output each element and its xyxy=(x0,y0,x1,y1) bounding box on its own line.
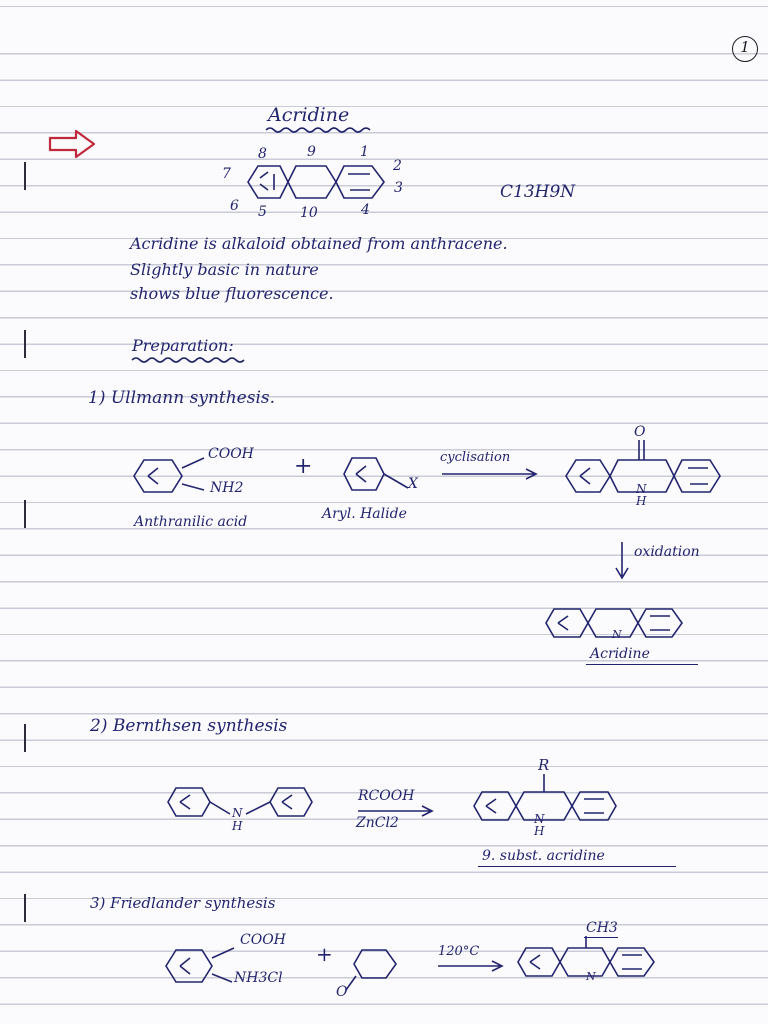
product-h-label: H xyxy=(636,494,647,508)
subst-acridine-label: 9. subst. acridine xyxy=(482,848,605,864)
diphenylamine-structure-icon xyxy=(167,787,313,817)
product-h-label: H xyxy=(534,824,545,838)
down-arrow-icon xyxy=(615,542,629,580)
substituent-r-label: R xyxy=(538,756,550,774)
acridone-structure-icon xyxy=(565,440,721,493)
ring-number: 9 xyxy=(307,144,316,160)
bernthsen-heading: 2) Bernthsen synthesis xyxy=(90,716,288,736)
methylacridine-structure-icon xyxy=(517,936,655,977)
description-line: Acridine is alkaloid obtained from anthr… xyxy=(130,234,508,253)
substituted-acridine-structure-icon xyxy=(473,774,617,821)
aryl-halide-label: Aryl. Halide xyxy=(322,506,407,522)
product-n-label: N xyxy=(586,970,596,983)
plus-sign: + xyxy=(316,942,333,966)
plus-sign: + xyxy=(294,454,313,479)
cyclisation-label: cyclisation xyxy=(440,450,511,465)
cooh-group-label: COOH xyxy=(240,932,286,948)
page-number: 1 xyxy=(740,38,750,56)
product-n-label: N xyxy=(534,812,545,826)
acridine-label-underline xyxy=(586,664,698,665)
friedlander-heading: 3) Friedlander synthesis xyxy=(90,894,276,912)
ring-number: 5 xyxy=(258,204,267,220)
amine-h-label: H xyxy=(232,819,243,833)
oxidation-label: oxidation xyxy=(634,544,700,560)
amine-n-label: N xyxy=(232,806,243,820)
aryl-halide-structure-icon xyxy=(343,457,409,491)
ring-number: 7 xyxy=(222,166,231,182)
ring-number: 8 xyxy=(258,146,267,162)
reaction-arrow-icon xyxy=(438,960,504,972)
ullmann-heading: 1) Ullmann synthesis. xyxy=(88,388,276,408)
margin-mark xyxy=(24,894,26,922)
preparation-heading: Preparation: xyxy=(132,336,234,355)
cyclohexanone-structure-icon xyxy=(345,949,397,991)
acridine-n-label: N xyxy=(612,628,622,641)
ring-number: 10 xyxy=(300,205,318,221)
margin-mark xyxy=(24,500,26,528)
nh3cl-group-label: NH3Cl xyxy=(234,970,283,986)
anthranilic-acid-label: Anthranilic acid xyxy=(134,514,248,530)
anthranilic-salt-structure-icon xyxy=(165,947,235,983)
temperature-label: 120°C xyxy=(438,944,480,959)
halide-group-label: X xyxy=(408,476,418,492)
nh2-group-label: NH2 xyxy=(210,480,244,496)
acridine-product-structure-icon xyxy=(545,608,683,638)
page-number-circle xyxy=(732,36,758,62)
ketone-oxygen-label: O xyxy=(336,984,348,1000)
ring-number: 3 xyxy=(394,180,403,196)
carbonyl-oxygen-label: O xyxy=(634,424,646,440)
margin-mark xyxy=(24,330,26,358)
zncl2-reagent-label: ZnCl2 xyxy=(356,815,399,831)
page-title: Acridine xyxy=(268,104,350,126)
reaction-arrow-icon xyxy=(358,805,434,817)
ring-number: 2 xyxy=(393,158,402,174)
acridine-product-label: Acridine xyxy=(590,646,650,662)
ring-number: 6 xyxy=(230,198,239,214)
subst-acridine-underline xyxy=(478,866,676,867)
methyl-underline xyxy=(584,937,618,938)
anthranilic-acid-structure-icon xyxy=(133,457,205,493)
methyl-group-label: CH3 xyxy=(586,920,618,936)
molecular-formula: C13H9N xyxy=(500,182,576,202)
description-line: Slightly basic in nature xyxy=(130,260,319,279)
ring-number: 4 xyxy=(361,202,370,218)
cooh-group-label: COOH xyxy=(208,446,254,462)
margin-mark xyxy=(24,724,26,752)
margin-mark xyxy=(24,162,26,190)
title-underline xyxy=(265,127,371,133)
preparation-underline xyxy=(131,357,245,363)
product-n-label: N xyxy=(636,482,647,496)
ring-number: 1 xyxy=(360,144,369,160)
reaction-arrow-icon xyxy=(442,468,538,480)
acridine-structure-icon xyxy=(247,165,385,199)
red-arrow-icon xyxy=(48,129,96,159)
description-line: shows blue fluorescence. xyxy=(130,284,334,303)
rcooh-reagent-label: RCOOH xyxy=(358,788,415,804)
